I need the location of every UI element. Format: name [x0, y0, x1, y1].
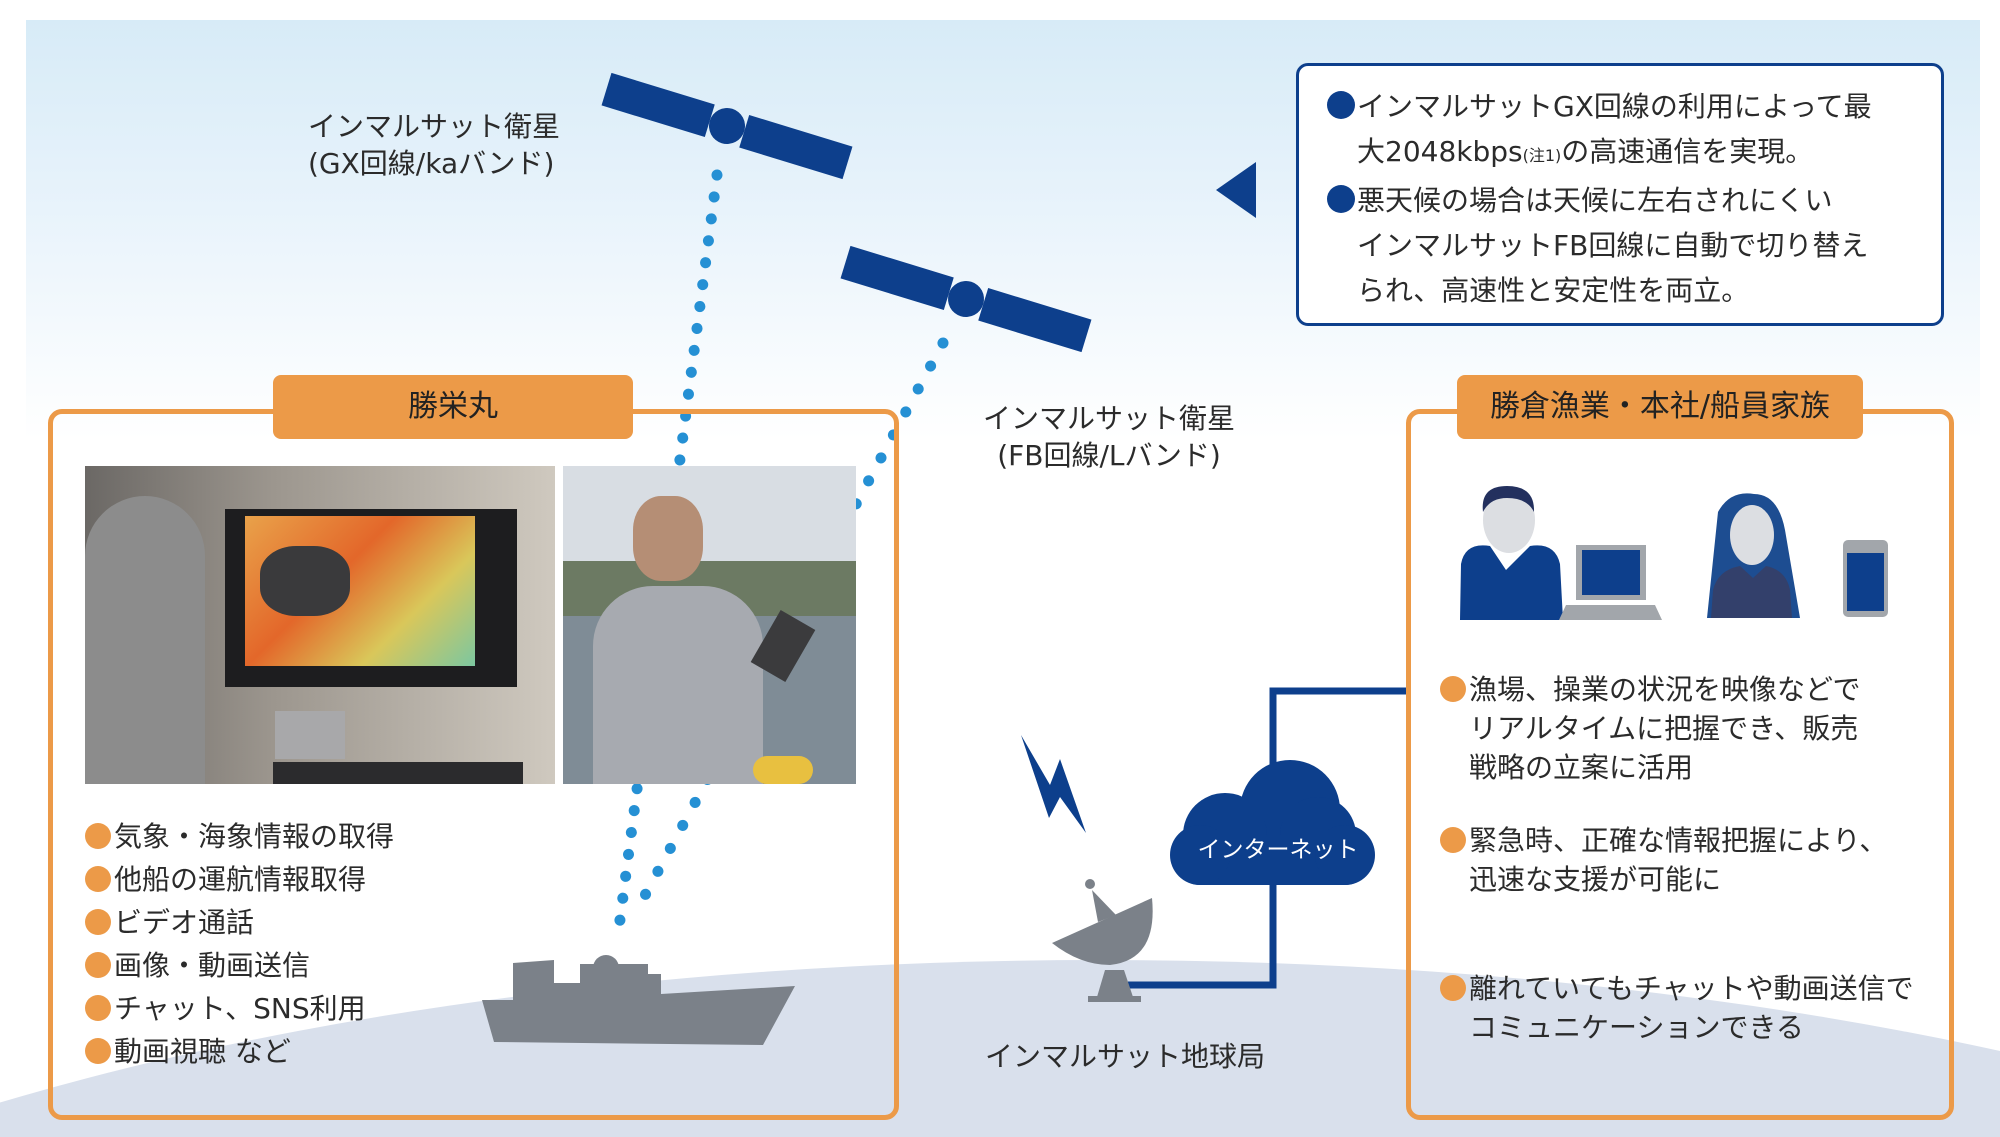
- list-item: 漁場、操業の状況を映像などで リアルタイムに把握でき、販売 戦略の立案に活用: [1440, 670, 1914, 787]
- office-benefits-list: 漁場、操業の状況を映像などで リアルタイムに把握でき、販売 戦略の立案に活用 緊…: [1440, 670, 1914, 1047]
- fb-satellite-name: インマルサット衛星: [983, 402, 1236, 435]
- list-item: 他船の運航情報取得: [85, 858, 394, 901]
- list-item: チャット、SNS利用: [85, 987, 394, 1030]
- gx-signal-line: [612, 169, 723, 941]
- gx-satellite-label: インマルサット衛星 (GX回線/kaバンド): [308, 108, 560, 182]
- orange-bullet-icon: [85, 823, 111, 849]
- list-item: 動画視聴 など: [85, 1030, 394, 1073]
- woman-avatar-icon: [1707, 493, 1800, 618]
- fb-satellite-icon: [840, 245, 1092, 353]
- smartphone-icon: [1843, 540, 1888, 617]
- gx-satellite-band: (GX回線/kaバンド): [308, 147, 555, 180]
- list-item: 気象・海象情報の取得: [85, 815, 394, 858]
- orange-bullet-icon: [85, 909, 111, 935]
- orange-bullet-icon: [1440, 676, 1466, 702]
- info-bullet-2-continuation: られ、高速性と安定性を両立。: [1357, 274, 1750, 307]
- satellite-dish-icon: [1052, 879, 1153, 1002]
- man-avatar-icon: [1460, 486, 1563, 620]
- fb-satellite-band: (FB回線/Lバンド): [997, 439, 1221, 472]
- crew-with-tablet-photo: [563, 466, 856, 784]
- orange-bullet-icon: [85, 866, 111, 892]
- fb-signal-line: [630, 337, 949, 918]
- blue-bullet-icon: [1327, 91, 1355, 119]
- fb-satellite-label: インマルサット衛星 (FB回線/Lバンド): [983, 400, 1235, 474]
- orange-bullet-icon: [85, 995, 111, 1021]
- list-item: 離れていてもチャットや動画送信で コミュニケーションできる: [1440, 969, 1914, 1047]
- office-panel-title: 勝倉漁業・本社/船員家族: [1457, 375, 1863, 439]
- gx-satellite-name: インマルサット衛星: [308, 110, 561, 143]
- orange-bullet-icon: [1440, 975, 1466, 1001]
- internet-cloud-icon: [1170, 760, 1375, 885]
- list-item: 画像・動画送信: [85, 944, 394, 987]
- earth-station-label: インマルサット地球局: [985, 1040, 1266, 1073]
- ship-icon: [482, 955, 795, 1045]
- internet-label: インターネット: [1197, 837, 1359, 863]
- gx-satellite-icon: [601, 72, 853, 180]
- laptop-icon: [1559, 545, 1662, 620]
- ship-panel-title: 勝栄丸: [273, 375, 633, 439]
- info-bullet-2: 悪天候の場合は天候に左右されにくい: [1327, 178, 1923, 223]
- lightning-bolt-icon: [1021, 735, 1086, 833]
- list-item: ビデオ通話: [85, 901, 394, 944]
- info-bullet-1: インマルサットGX回線の利用によって最: [1327, 84, 1923, 129]
- monitor-weather-map-photo: [85, 466, 555, 784]
- orange-bullet-icon: [85, 952, 111, 978]
- pointer-triangle-icon: [1216, 162, 1256, 218]
- info-bullet-2-continuation: インマルサットFB回線に自動で切り替え: [1357, 229, 1869, 262]
- orange-bullet-icon: [1440, 827, 1466, 853]
- list-item: 緊急時、正確な情報把握により、 迅速な支援が可能に: [1440, 821, 1914, 899]
- orange-bullet-icon: [85, 1038, 111, 1064]
- info-callout-box: インマルサットGX回線の利用によって最 大2048kbps(注1)の高速通信を実…: [1296, 63, 1944, 326]
- ship-benefits-list: 気象・海象情報の取得 他船の運航情報取得 ビデオ通話 画像・動画送信 チャット、…: [85, 815, 394, 1073]
- blue-bullet-icon: [1327, 185, 1355, 213]
- footnote-marker: (注1): [1522, 146, 1562, 165]
- info-bullet-1-continuation: 大2048kbps(注1)の高速通信を実現。: [1357, 135, 1814, 168]
